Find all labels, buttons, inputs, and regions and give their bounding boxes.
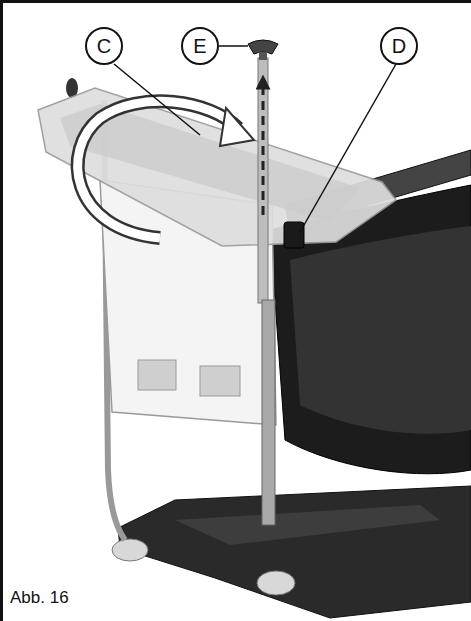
- pole-lower: [262, 300, 275, 525]
- pole: [258, 58, 268, 303]
- rotation-arrow: [78, 101, 238, 238]
- mattress: [270, 185, 471, 474]
- clamp: [284, 222, 304, 248]
- callout-circle: C: [85, 27, 123, 65]
- callout-circle: E: [181, 27, 219, 65]
- callout-letter: C: [97, 36, 111, 56]
- callout-letter: D: [392, 36, 406, 56]
- leader-line: [219, 45, 248, 47]
- tray-table: [38, 88, 396, 246]
- t-handle: [248, 40, 278, 54]
- panel-cutout: [200, 366, 240, 396]
- callout-letter: E: [193, 36, 206, 56]
- wheel: [257, 571, 295, 595]
- t-handle-stem: [259, 52, 267, 60]
- panel-cutout: [138, 360, 176, 390]
- lift-arrow: [262, 82, 265, 215]
- bed-base: [118, 486, 471, 618]
- rotation-arrow: [78, 101, 238, 238]
- rotation-arrowhead: [220, 108, 254, 146]
- figure-caption: Abb. 16: [10, 588, 69, 608]
- frame-line: [0, 0, 3, 621]
- mattress-inner: [290, 226, 471, 434]
- frame-line: [0, 0, 471, 3]
- wheel: [112, 539, 148, 561]
- leader-line: [114, 64, 200, 135]
- base-detail: [175, 505, 440, 545]
- leader-line: [300, 64, 396, 232]
- callout-circle: D: [380, 27, 418, 65]
